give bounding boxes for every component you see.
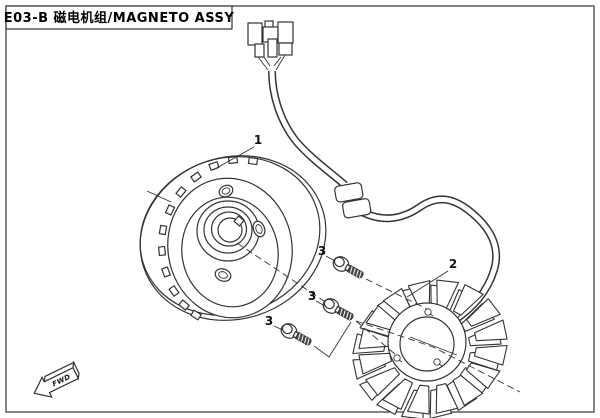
callout-number: 3 — [265, 314, 273, 328]
callout-number: 3 — [308, 289, 316, 303]
flywheel-rotor — [139, 155, 327, 321]
page-title: E03-B 磁电机组/MAGNETO ASSY — [4, 10, 235, 26]
callout-number: 1 — [254, 133, 262, 147]
title-box: E03-B 磁电机组/MAGNETO ASSY — [4, 5, 235, 30]
stator-bore — [399, 316, 455, 372]
leader-line — [273, 325, 284, 331]
callout-bolt-c: 3 — [265, 314, 284, 331]
bolt-a — [332, 256, 364, 279]
leader-line — [325, 255, 336, 262]
callout-flywheel: 1 — [212, 133, 262, 171]
callout-bolt-a: 3 — [318, 244, 336, 262]
bolt-route-line — [313, 321, 352, 358]
leader-line — [212, 146, 255, 171]
connector — [247, 20, 294, 71]
wire-harness-lower — [360, 195, 501, 324]
bolt-b — [322, 298, 354, 321]
flywheel-hub — [196, 200, 260, 262]
callout-stator: 2 — [406, 257, 457, 298]
stator — [352, 279, 508, 418]
callout-number: 3 — [318, 244, 326, 258]
page-border — [5, 5, 595, 413]
fwd-arrow-body — [33, 366, 80, 398]
callout-number: 2 — [449, 257, 457, 271]
rim-slots — [157, 155, 259, 321]
fwd-arrow: FWD — [33, 360, 80, 398]
title-box-frame — [5, 5, 233, 30]
stator-screw-holes — [393, 308, 443, 367]
leader-line — [406, 270, 449, 298]
leader-line — [315, 300, 326, 307]
bolt-c — [280, 323, 312, 346]
grommet — [334, 182, 372, 219]
wire-harness-upper — [268, 70, 348, 189]
stator-centerline — [409, 336, 458, 356]
flywheel-holes — [214, 184, 266, 282]
callout-bolt-b: 3 — [308, 289, 326, 307]
stator-teeth — [352, 279, 508, 418]
assembly-axis-lines — [146, 190, 521, 393]
